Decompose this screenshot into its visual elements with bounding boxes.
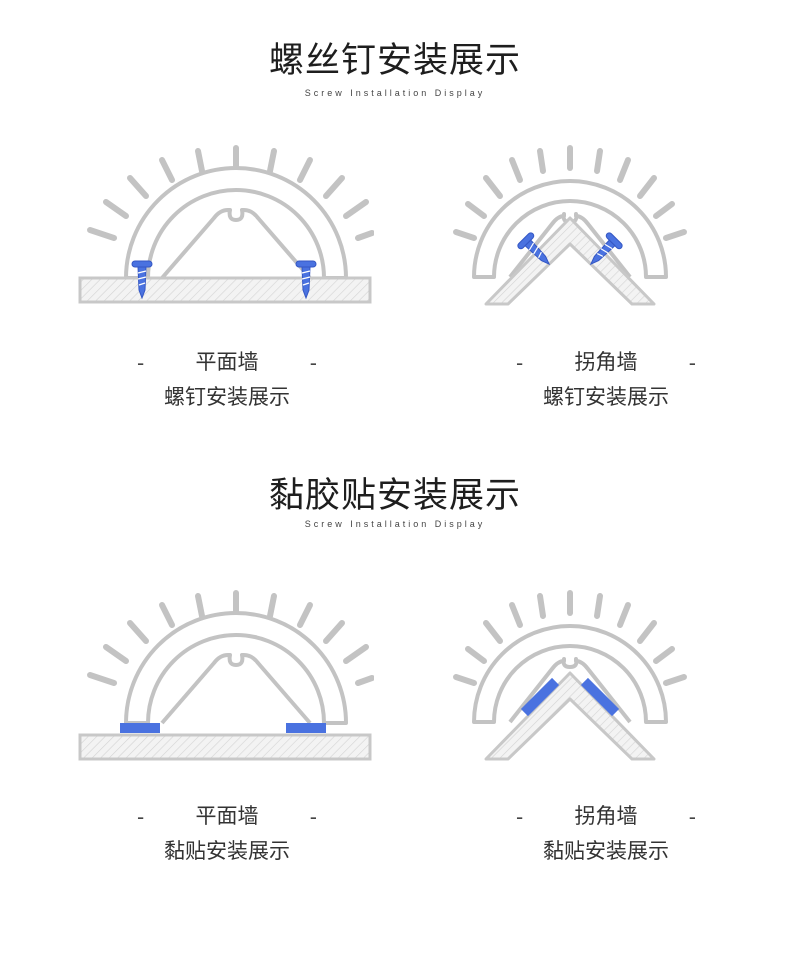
- install-method-label: 螺钉安装展示: [164, 385, 290, 409]
- install-method-label: 黏贴安装展示: [543, 839, 669, 863]
- caption-flat-wall-adhesive: - 平面墙 - 黏贴安装展示: [107, 806, 347, 862]
- adhesive-pad: [120, 723, 160, 733]
- bracket-inner-frame: [160, 208, 312, 280]
- caption-corner-wall-adhesive: - 拐角墙 - 黏贴安装展示: [486, 806, 726, 862]
- adhesive-pad: [520, 677, 560, 717]
- wall-type-label: 平面墙: [195, 350, 259, 374]
- wall-surface: [78, 733, 372, 761]
- section-subtitle-screw: Screw Installation Display: [304, 88, 486, 98]
- bristle-ticks: [87, 590, 374, 686]
- flat-wall-screw-diagram: [78, 145, 374, 304]
- wall-type-label: 平面墙: [195, 804, 259, 828]
- corner-wall: [484, 671, 656, 761]
- caption-dash-left: -: [137, 804, 145, 829]
- caption-dash-right: -: [309, 804, 317, 829]
- bracket-inner-frame: [160, 653, 312, 725]
- bristle-ticks: [87, 145, 374, 241]
- caption-dash-right: -: [309, 350, 317, 375]
- bristle-ticks: [453, 590, 687, 686]
- flat-wall-adhesive-diagram: [78, 590, 374, 761]
- adhesive-pad: [286, 723, 326, 733]
- caption-dash-right: -: [688, 804, 696, 829]
- screw-icon: [131, 260, 153, 300]
- bracket-outer-arc: [124, 611, 348, 725]
- screw-icon: [517, 232, 551, 266]
- install-method-label: 螺钉安装展示: [543, 385, 669, 409]
- section-title-adhesive: 黏胶贴安装展示: [268, 476, 521, 516]
- wall-type-label: 拐角墙: [574, 350, 638, 374]
- corner-wall-adhesive-diagram: [453, 590, 687, 761]
- screw-icon: [589, 232, 623, 266]
- adhesive-pad: [580, 677, 620, 717]
- screw-icon: [295, 260, 317, 300]
- wall-type-label: 拐角墙: [574, 804, 638, 828]
- section-title-screw: 螺丝钉安装展示: [268, 41, 521, 81]
- bracket-inner-frame: [508, 657, 632, 724]
- bracket-outer-arc: [472, 624, 668, 724]
- wall-surface: [78, 276, 372, 304]
- corner-wall-screw-diagram: [453, 145, 687, 306]
- caption-flat-wall-screw: - 平面墙 - 螺钉安装展示: [107, 352, 347, 408]
- caption-dash-right: -: [688, 350, 696, 375]
- bracket-outer-arc: [472, 179, 668, 279]
- corner-wall: [484, 216, 656, 306]
- caption-corner-wall-screw: - 拐角墙 - 螺钉安装展示: [486, 352, 726, 408]
- caption-dash-left: -: [137, 350, 145, 375]
- caption-dash-left: -: [516, 350, 524, 375]
- install-method-label: 黏贴安装展示: [164, 839, 290, 863]
- section-subtitle-adhesive: Screw Installation Display: [304, 519, 486, 529]
- caption-dash-left: -: [516, 804, 524, 829]
- bristle-ticks: [453, 145, 687, 241]
